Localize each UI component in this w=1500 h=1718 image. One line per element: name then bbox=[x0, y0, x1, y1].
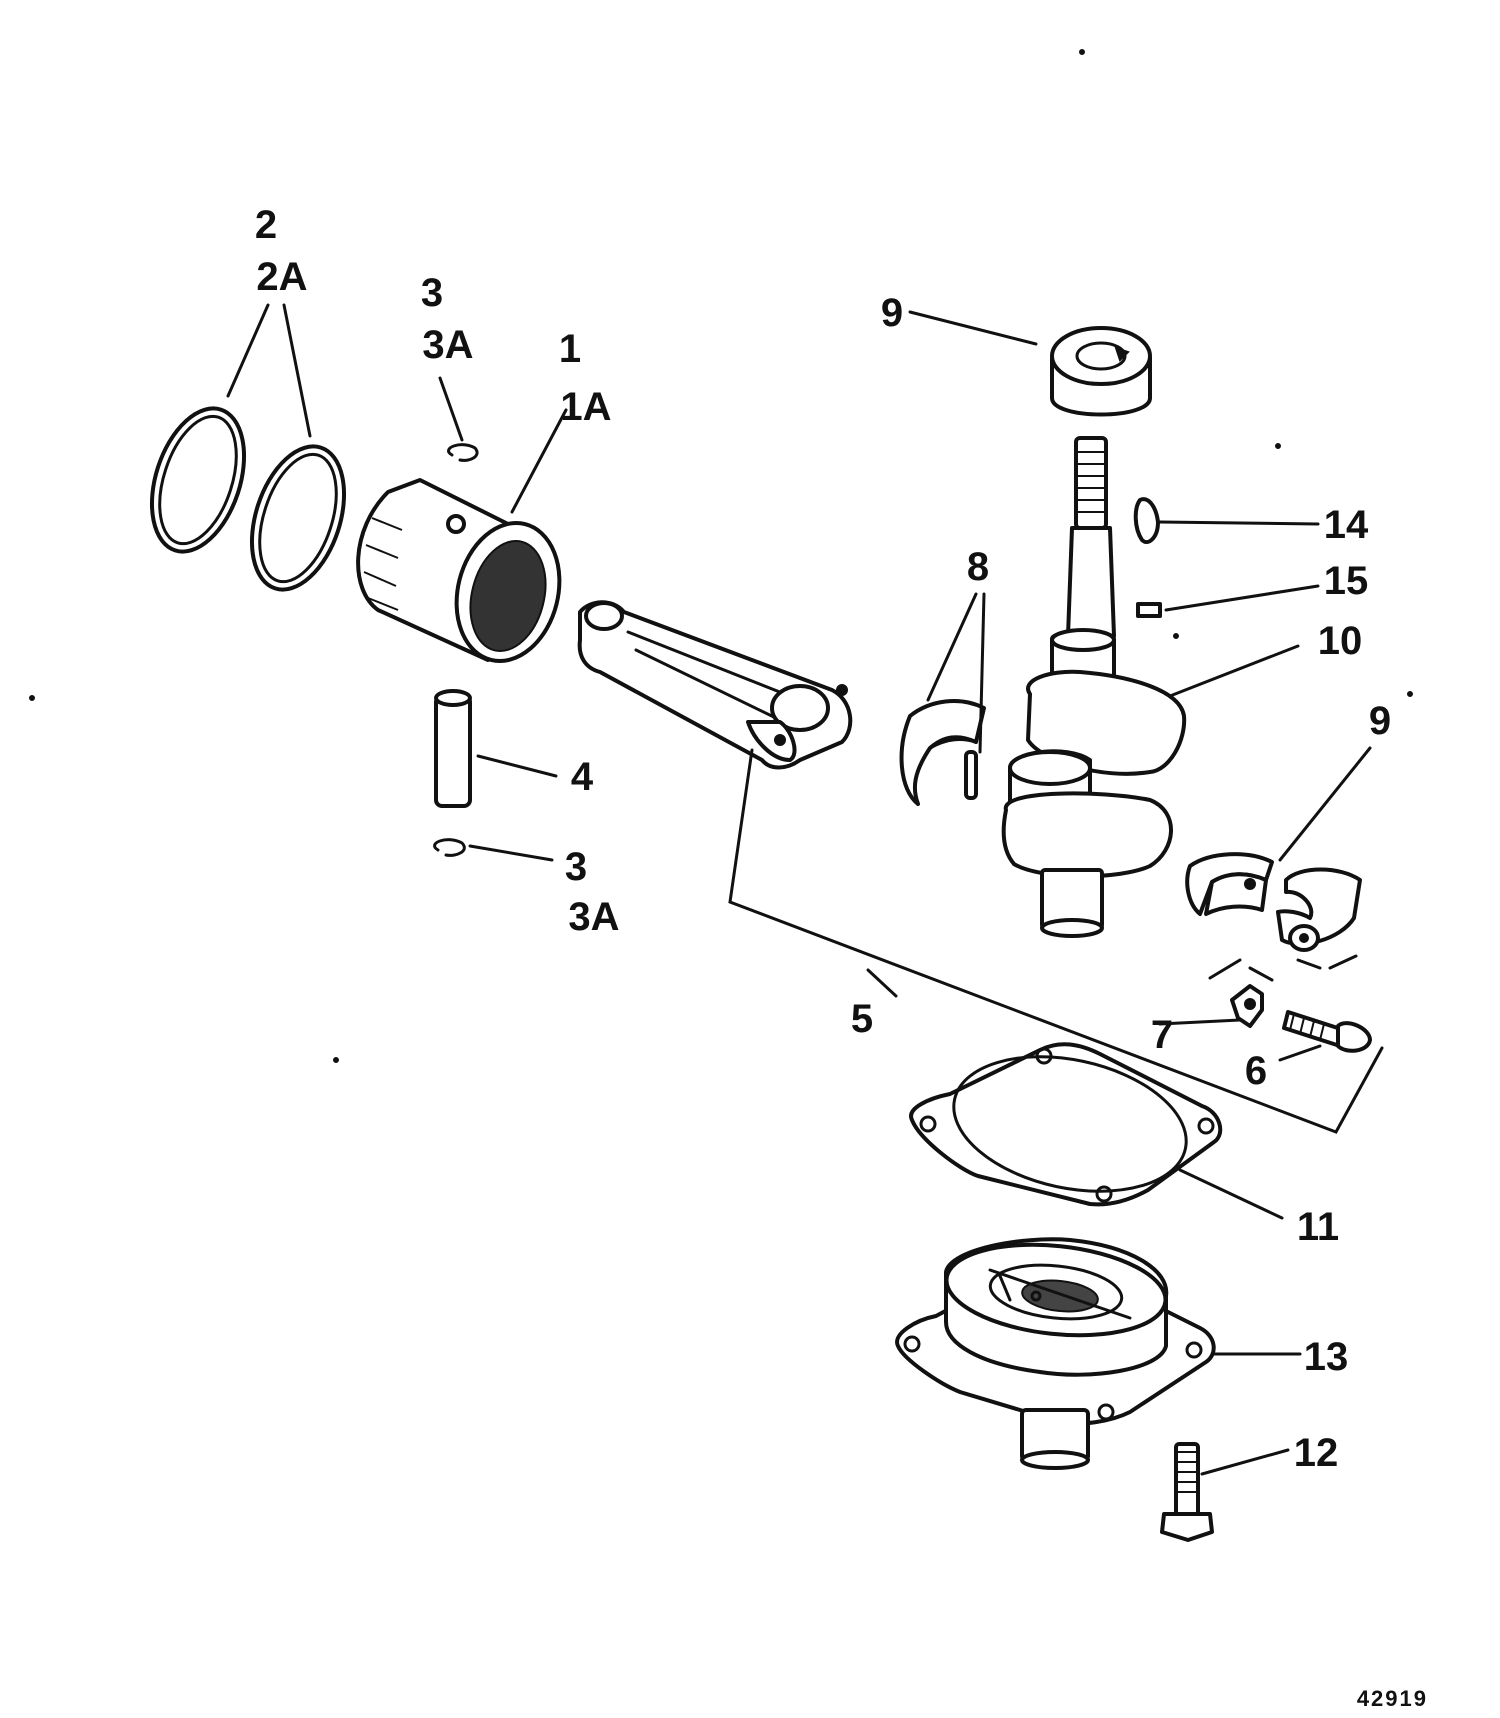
callout-3-top-line1: 3 bbox=[421, 271, 443, 315]
callout-3-top: 3 3A bbox=[421, 271, 474, 367]
leader-lines bbox=[226, 303, 1372, 1476]
callout-9-left-line1: 8 bbox=[967, 545, 989, 589]
figure-number: 42919 bbox=[1357, 1686, 1428, 1711]
callout-1-line1: 1 bbox=[559, 327, 581, 371]
callout-13: 12 bbox=[1294, 1431, 1339, 1475]
callout-3-top-line2: 3A bbox=[422, 323, 473, 367]
callout-7: 7 bbox=[1151, 1013, 1173, 1057]
callout-1: 1 1A bbox=[559, 327, 612, 429]
piston bbox=[356, 478, 562, 663]
callout-6-line1: 6 bbox=[1245, 1049, 1267, 1093]
callout-1-line2: 1A bbox=[560, 385, 611, 429]
callout-6: 6 bbox=[1245, 1049, 1267, 1093]
callout-14-line1: 14 bbox=[1324, 503, 1369, 547]
upper-bearing bbox=[1050, 326, 1152, 417]
callout-8: 13 bbox=[1304, 1335, 1349, 1379]
callout-7-line1: 7 bbox=[1151, 1013, 1173, 1057]
housing-screw bbox=[1160, 1442, 1214, 1542]
callout-12: 11 bbox=[1297, 1205, 1339, 1249]
rod-cap bbox=[1276, 867, 1362, 970]
piston-pin bbox=[434, 689, 472, 808]
callout-3-bottom-line1: 3 bbox=[565, 845, 587, 889]
square-key bbox=[1136, 602, 1162, 618]
callout-2-line2: 2A bbox=[256, 255, 307, 299]
callout-4-line1: 4 bbox=[571, 755, 594, 799]
callout-2-line1: 2 bbox=[255, 203, 277, 247]
callout-11: 9 bbox=[881, 291, 903, 335]
retaining-ring-bottom bbox=[433, 838, 466, 857]
callout-12-line1: 11 bbox=[1297, 1205, 1339, 1249]
callout-4: 4 bbox=[571, 755, 594, 799]
callout-5-line1: 5 bbox=[851, 997, 873, 1041]
retaining-ring-top bbox=[447, 443, 479, 462]
callout-9-right-line1: 9 bbox=[1369, 699, 1391, 743]
lower-bearing-housing bbox=[895, 1237, 1216, 1470]
needle-bearing-left bbox=[899, 699, 986, 806]
callout-10-line1: 10 bbox=[1318, 619, 1363, 663]
callout-9-right: 9 bbox=[1369, 699, 1391, 743]
callout-13-line1: 12 bbox=[1294, 1431, 1339, 1475]
callout-15: 15 bbox=[1324, 559, 1369, 603]
scan-specks bbox=[29, 49, 1413, 1063]
callout-15-line1: 15 bbox=[1324, 559, 1369, 603]
needle-bearing-right bbox=[1185, 852, 1274, 916]
connecting-rod bbox=[577, 600, 853, 770]
callout-14: 14 bbox=[1324, 503, 1369, 547]
woodruff-key bbox=[1133, 497, 1160, 544]
callout-11-line1: 9 bbox=[881, 291, 903, 335]
needle-roller bbox=[964, 750, 978, 800]
callout-5: 5 bbox=[851, 997, 873, 1041]
rod-assembly-bracket bbox=[728, 748, 1384, 1134]
callout-10: 10 bbox=[1318, 619, 1363, 663]
callout-2: 2 2A bbox=[255, 203, 308, 299]
lock-plate bbox=[1208, 958, 1274, 1028]
rod-screw bbox=[1282, 1010, 1372, 1053]
crankshaft bbox=[1001, 436, 1187, 938]
callout-9-left: 8 bbox=[967, 545, 989, 589]
callout-3-bottom-line2: 3A bbox=[568, 895, 619, 939]
callout-8-line1: 13 bbox=[1304, 1335, 1349, 1379]
callout-3-bottom: 3 3A bbox=[565, 845, 620, 939]
piston-rings bbox=[149, 406, 347, 592]
gasket bbox=[909, 1042, 1223, 1207]
